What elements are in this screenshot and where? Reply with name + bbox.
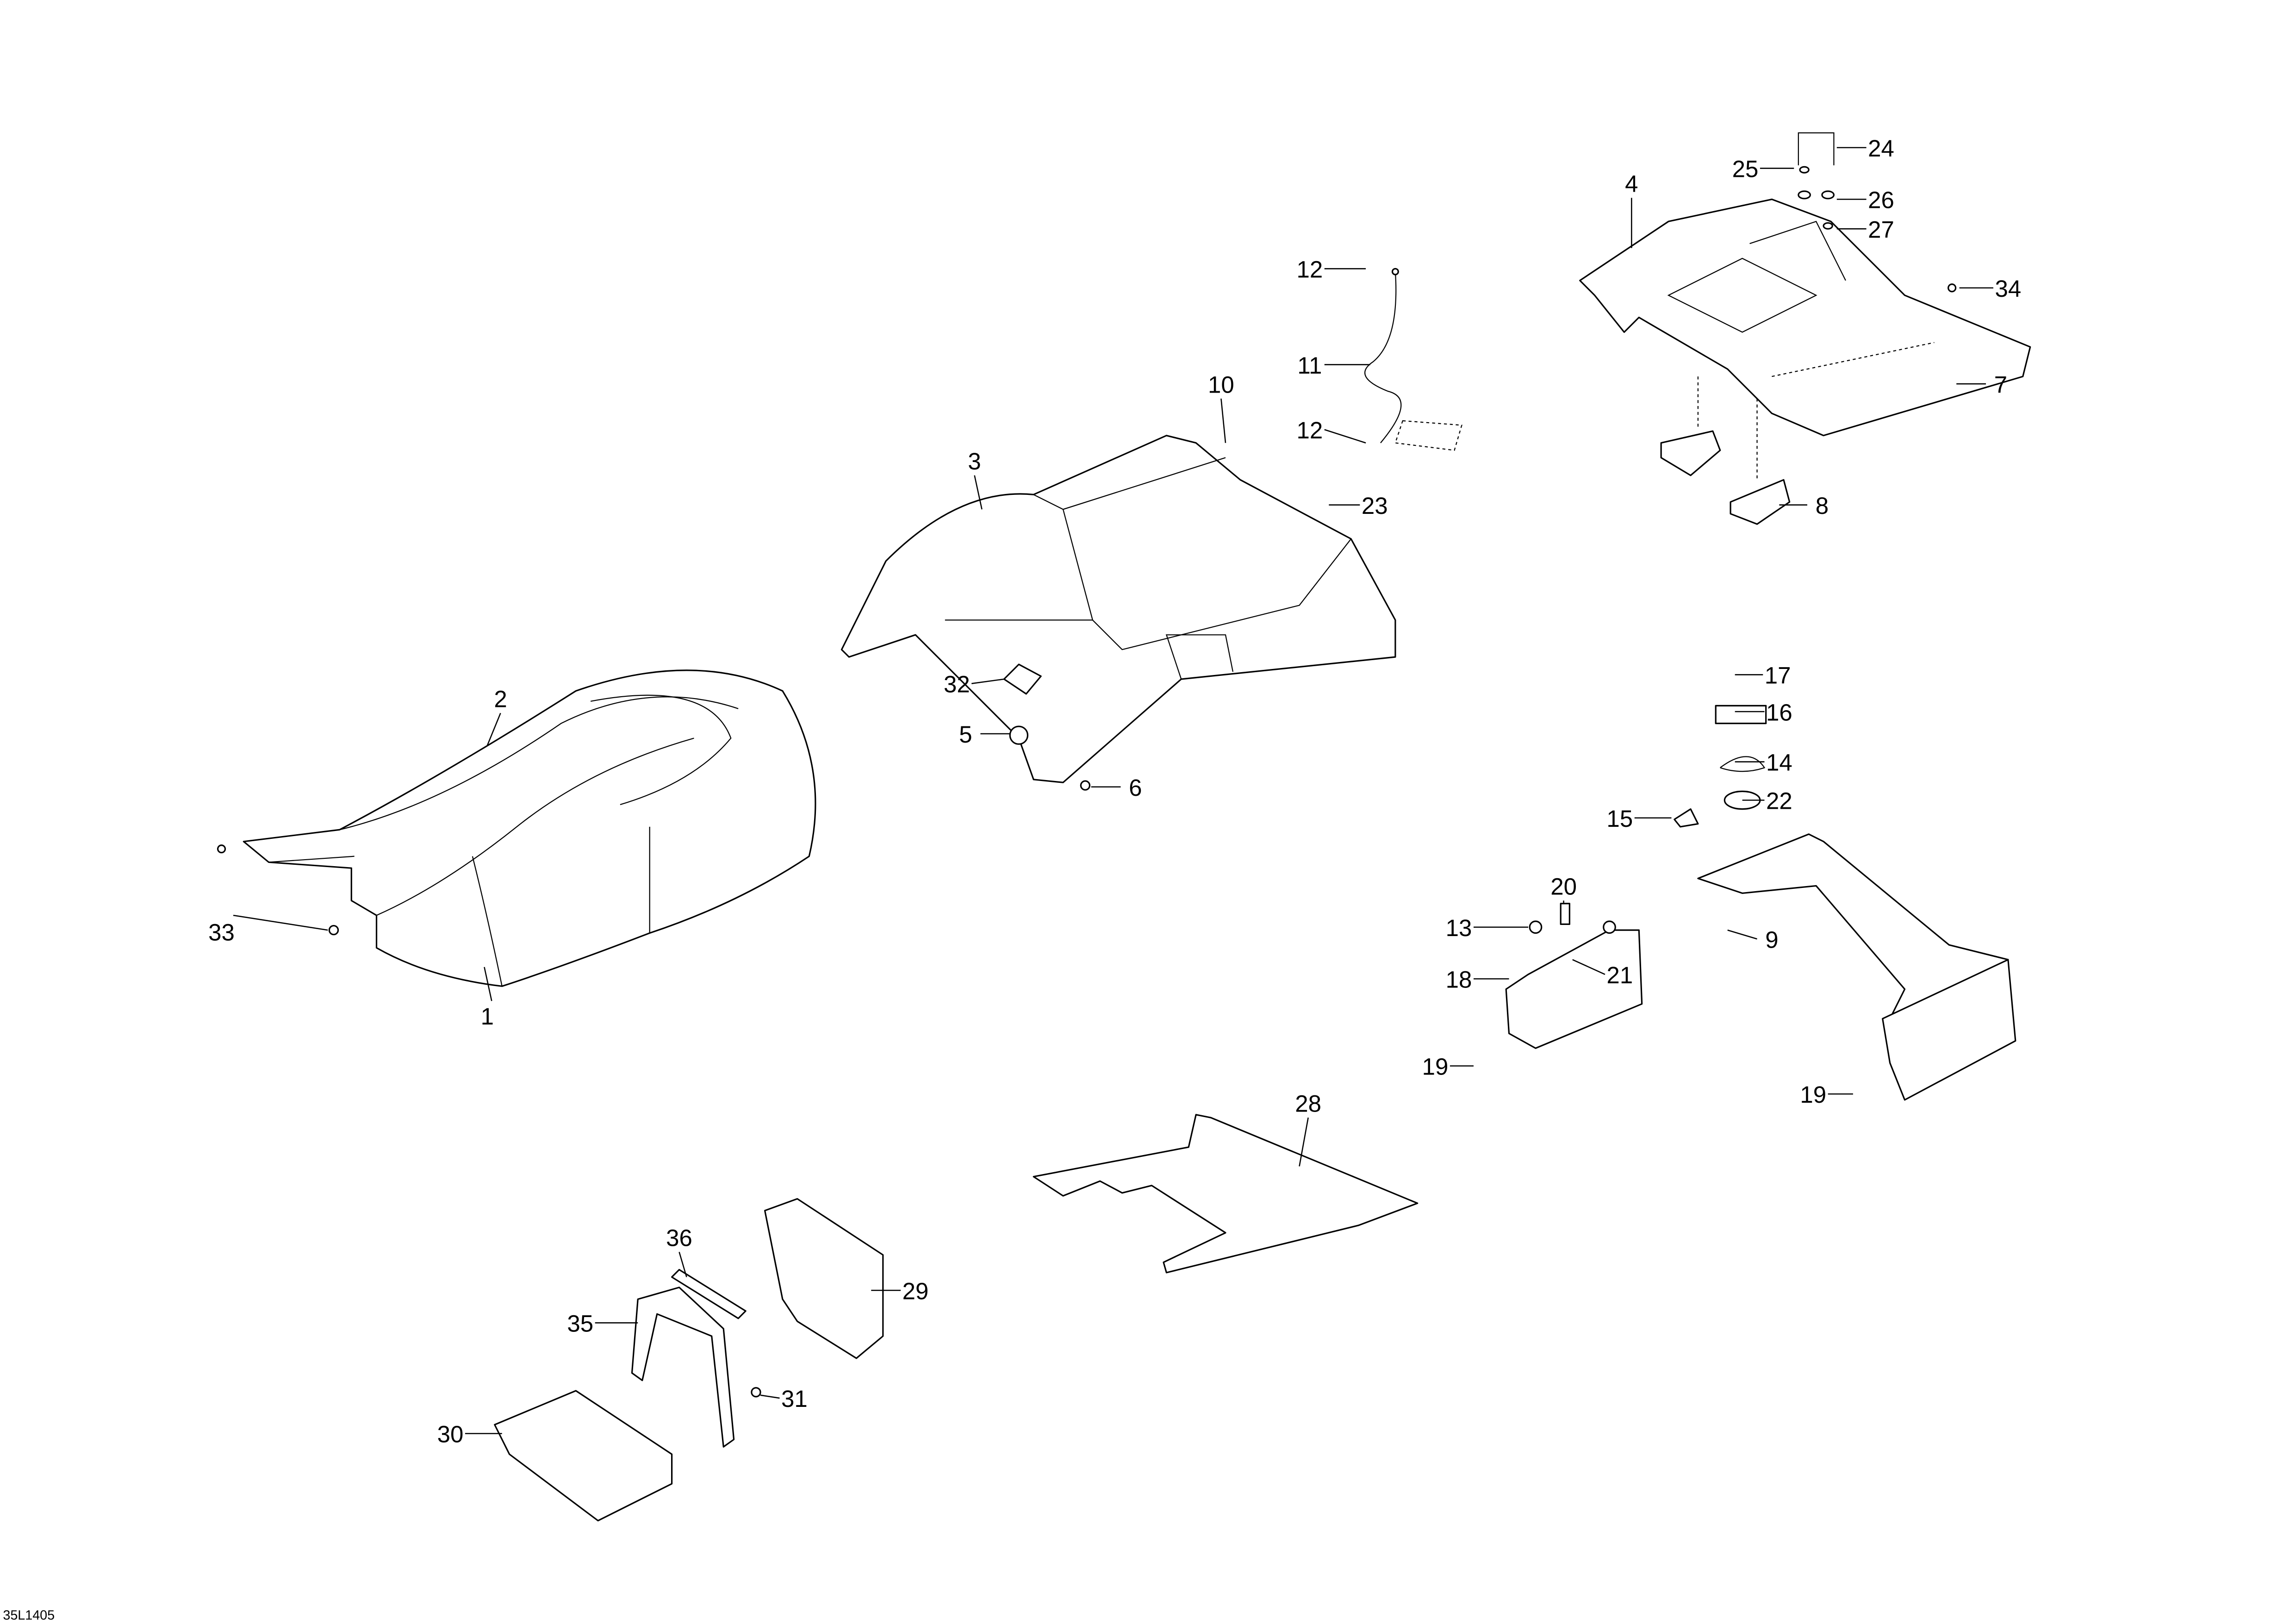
- storage-parts: [494, 1198, 884, 1522]
- callout-9: 9: [1765, 926, 1778, 953]
- callout-8: 8: [1816, 493, 1829, 519]
- callout-12: 12: [1296, 256, 1323, 283]
- callout-23: 23: [1362, 493, 1388, 519]
- callout-34: 34: [1995, 275, 2022, 302]
- callout-10: 10: [1208, 371, 1234, 398]
- seat-part: [243, 669, 816, 987]
- rear-rack-part: [1579, 198, 2031, 480]
- callout-19b: 19: [1800, 1081, 1826, 1108]
- callout-33: 33: [208, 919, 235, 945]
- callout-27: 27: [1868, 216, 1894, 243]
- callout-36: 36: [666, 1225, 692, 1251]
- callout-12b: 12: [1296, 417, 1323, 443]
- callout-17: 17: [1765, 662, 1791, 689]
- callout-31: 31: [781, 1386, 808, 1412]
- callout-29: 29: [902, 1278, 929, 1304]
- callout-25: 25: [1732, 156, 1759, 182]
- tether-cord-part: [1364, 268, 1462, 451]
- hardware-part: [1798, 132, 1957, 293]
- drawing-code: 35L1405: [3, 1608, 55, 1623]
- callout-labels: 1 2 3 4 5 6 7 8 9 10 11 12 12 13 14 15 1…: [208, 135, 2021, 1448]
- callout-13: 13: [1446, 915, 1472, 941]
- support-frame-part: [1697, 833, 2016, 1101]
- callout-3: 3: [968, 448, 981, 475]
- callout-4: 4: [1625, 171, 1638, 197]
- callout-18: 18: [1446, 967, 1472, 993]
- callout-24: 24: [1868, 135, 1894, 162]
- cap-part: [1660, 430, 1721, 476]
- small-hardware-parts: [217, 663, 1767, 1398]
- bracket-part: [1505, 929, 1643, 1049]
- cap-part: [1730, 479, 1791, 525]
- callout-6: 6: [1129, 775, 1142, 801]
- leader-lines: [233, 147, 1993, 1434]
- rear-body-part: [840, 435, 1396, 783]
- callout-30: 30: [437, 1421, 464, 1448]
- callout-22: 22: [1766, 788, 1792, 814]
- callout-16: 16: [1766, 699, 1792, 725]
- callout-2: 2: [494, 686, 507, 712]
- callout-32: 32: [944, 671, 970, 698]
- callout-20: 20: [1550, 874, 1577, 900]
- callout-1: 1: [481, 1003, 494, 1030]
- callout-26: 26: [1868, 187, 1894, 213]
- callout-5: 5: [959, 721, 972, 748]
- floor-mat-part: [1033, 1114, 1419, 1274]
- callout-28: 28: [1295, 1090, 1321, 1117]
- callout-19: 19: [1422, 1054, 1449, 1080]
- callout-7: 7: [1994, 371, 2007, 398]
- callout-21: 21: [1606, 962, 1633, 988]
- callout-14: 14: [1766, 750, 1792, 776]
- callout-35: 35: [567, 1311, 593, 1337]
- callout-15: 15: [1606, 806, 1633, 832]
- callout-11: 11: [1297, 352, 1322, 379]
